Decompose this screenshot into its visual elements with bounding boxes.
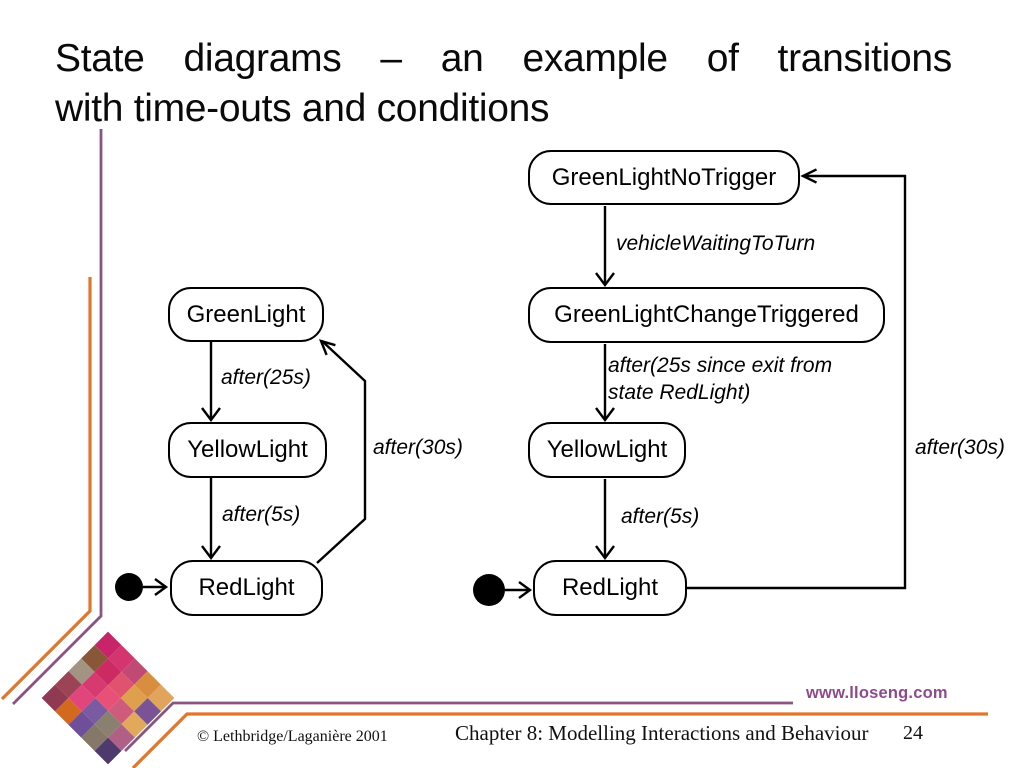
state-label: GreenLight [186,300,306,328]
state-greenlightnotrigger: GreenLightNoTrigger [528,150,800,205]
chapter-footer-text: Chapter 8: Modelling Interactions and Be… [455,721,869,745]
transition-label-after30s-right: after(30s) [915,436,1005,459]
state-label: RedLight [198,574,295,601]
page-number: 24 [903,722,923,744]
state-label: YellowLight [546,436,668,463]
state-yellowlight-right: YellowLight [528,422,686,478]
left-initial-arrowhead [154,578,169,596]
slide-title-line2: with time-outs and conditions [55,87,550,130]
left-red-to-green-arrowhead [318,339,336,356]
state-greenlightchangetriggered: GreenLightChangeTriggered [528,287,885,343]
transition-label-line1: after(25s since exit from [608,354,833,377]
left-yellow-to-red-arrowhead [201,545,221,560]
left-initial-state-dot [115,573,143,601]
right-yellow-to-red-arrowhead [595,545,615,560]
state-yellowlight-left: YellowLight [168,422,327,478]
right-red-to-gnt-arrowhead [800,168,818,184]
state-label: YellowLight [187,436,308,463]
right-initial-state-dot [473,574,505,606]
transition-label-line2: state RedLight) [608,381,751,404]
right-initial-arrowhead [518,581,533,599]
state-label: RedLight [561,574,659,601]
slide-title-line1: State diagrams – an example of transitio… [55,37,952,80]
transition-label-after5s-right: after(5s) [621,505,700,528]
state-greenlight-left: GreenLight [168,287,324,342]
state-redlight-left: RedLight [170,560,323,616]
right-gnt-to-gct-arrowhead [595,272,615,287]
slide-title: State diagrams – an example of transitio… [55,34,952,134]
transition-label-after30s-left: after(30s) [373,436,463,459]
transition-label-vehiclewaitingtoturn: vehicleWaitingToTurn [616,232,816,255]
website-link: www.lloseng.com [806,684,948,702]
state-label: GreenLightChangeTriggered [554,301,859,328]
state-label: GreenLightNoTrigger [551,163,777,191]
decor-vertical-purple-line [12,129,103,705]
transition-label-after25s-right: after(25s since exit from state RedLight… [608,352,858,406]
right-gct-to-yellow-arrowhead [595,407,615,422]
decor-vertical-orange-line [0,277,92,701]
transition-label-after25s-left: after(25s) [221,366,311,389]
copyright-text: © Lethbridge/Laganière 2001 [197,728,388,745]
decor-lines [0,129,988,768]
left-green-to-yellow-arrowhead [201,407,221,422]
transition-label-after5s-left: after(5s) [222,503,301,526]
state-redlight-right: RedLight [533,560,687,616]
logo-diamond [41,631,175,765]
